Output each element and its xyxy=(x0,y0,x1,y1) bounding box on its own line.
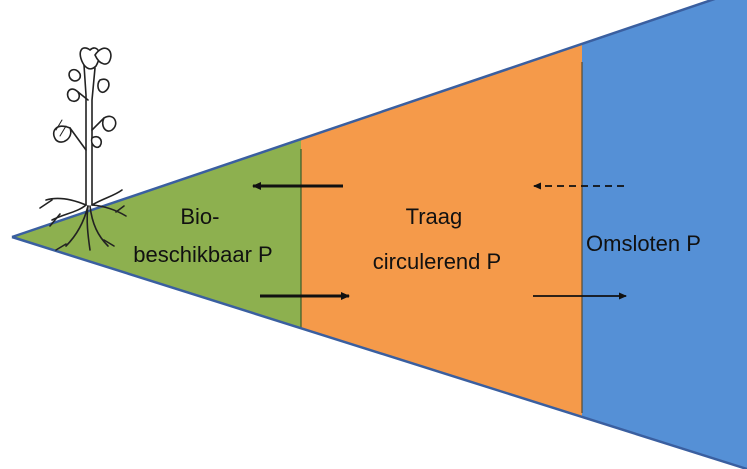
plant-icon xyxy=(39,47,127,251)
label-omsloten: Omsloten P xyxy=(586,231,701,256)
label-traag-circulerend: Traag circulerend P xyxy=(373,204,501,274)
label-bio-line1: Bio- xyxy=(180,204,219,229)
label-traag-line1: Traag xyxy=(406,204,463,229)
zone-traag-circulerend xyxy=(301,0,582,469)
zone-biobeschikbaar xyxy=(12,0,301,469)
zone-omsloten xyxy=(582,0,747,469)
wedge-outline xyxy=(11,0,747,469)
label-bio-line2: beschikbaar P xyxy=(133,242,272,267)
label-biobeschikbaar: Bio- beschikbaar P xyxy=(133,204,272,267)
label-traag-line2: circulerend P xyxy=(373,249,501,274)
